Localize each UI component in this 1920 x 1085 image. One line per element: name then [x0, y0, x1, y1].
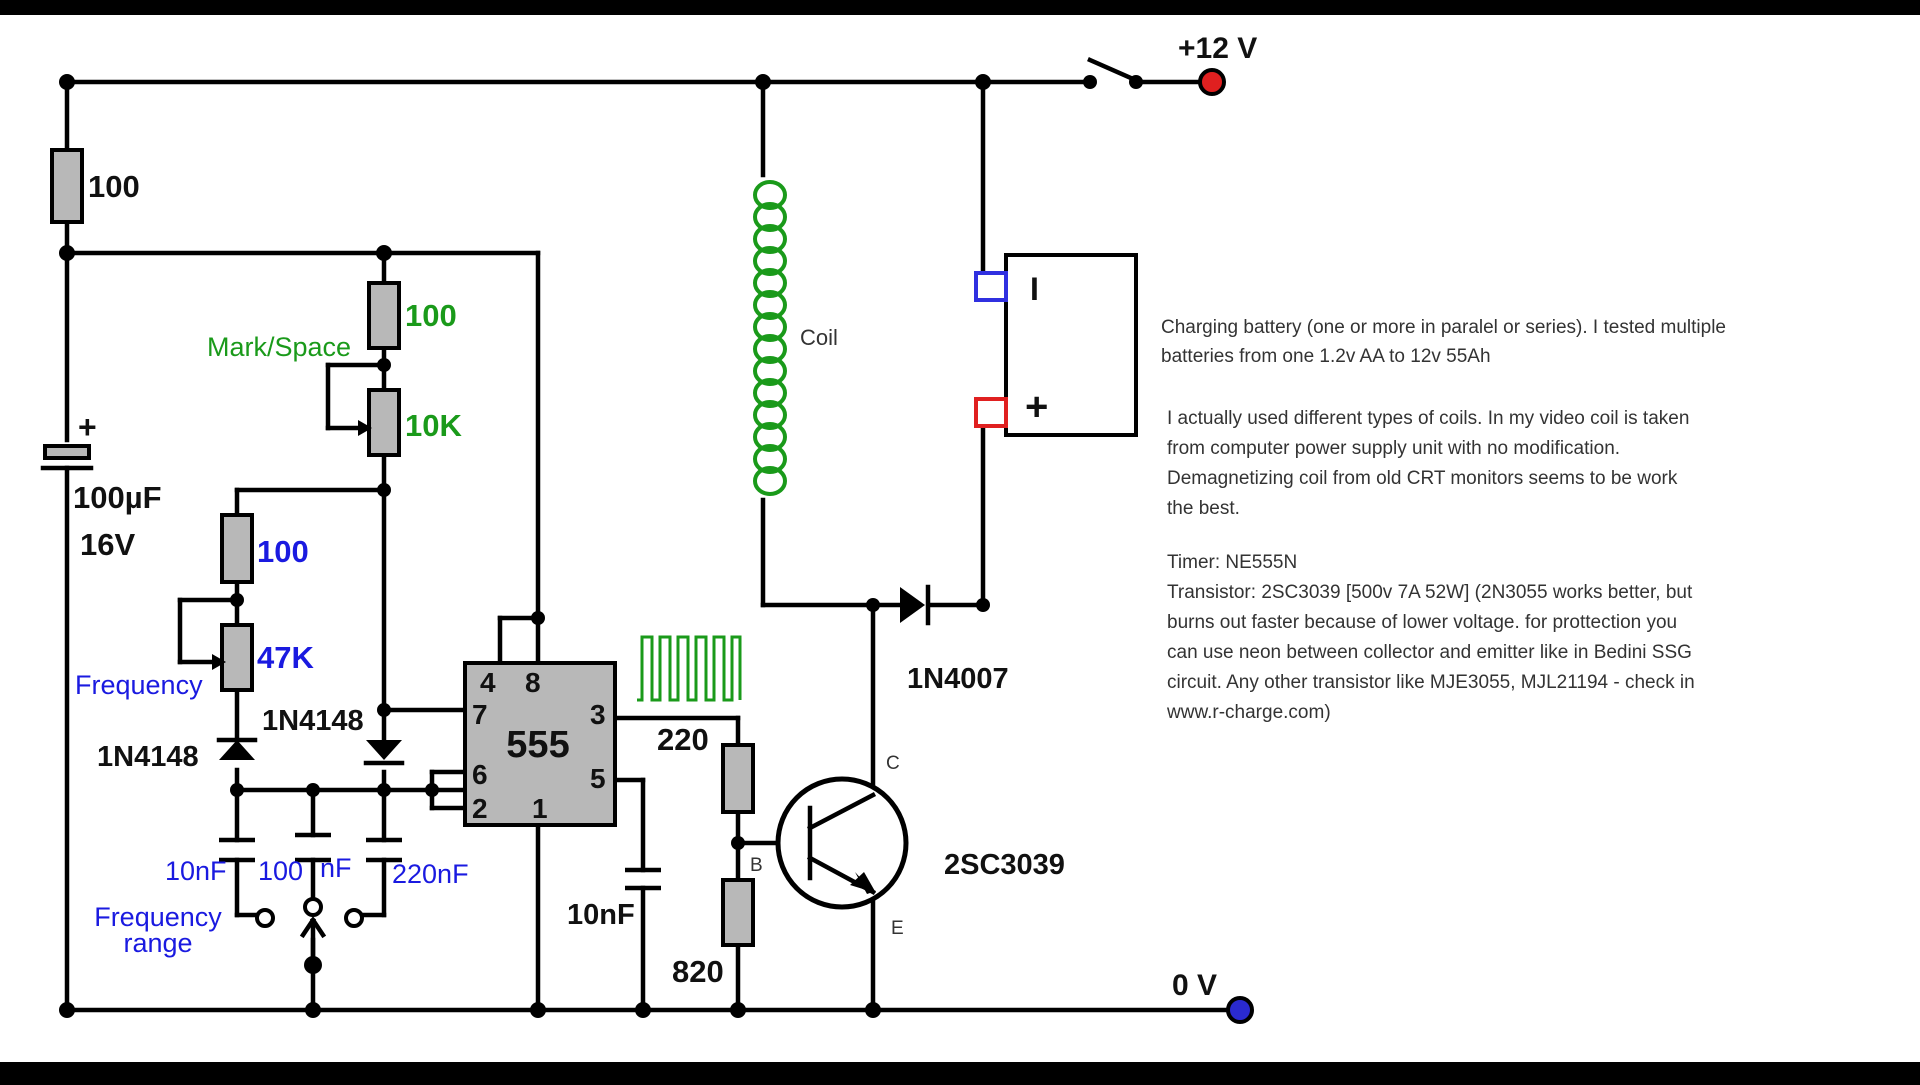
- r-base-gnd-label: 820: [672, 954, 724, 989]
- coil-loop: [753, 312, 787, 342]
- coil-loop: [753, 356, 787, 386]
- pot-ms-label: 10K: [405, 408, 462, 443]
- pin-b-label: B: [750, 855, 763, 876]
- diode-right-label: 1N4148: [262, 705, 364, 737]
- ic-pin6: 6: [472, 759, 488, 790]
- note-coil-3: Demagnetizing coil from old CRT monitors…: [1167, 468, 1678, 489]
- pulse-waveform: [637, 635, 742, 702]
- freq-range-label-1: Frequency: [94, 902, 222, 932]
- pot-freq-wiper: [212, 654, 226, 670]
- frequency-label: Frequency: [75, 670, 203, 700]
- resistors: [50, 148, 755, 947]
- r-ms-label: 100: [405, 298, 457, 333]
- r-top-label: 100: [88, 169, 140, 204]
- notes-block: Charging battery (one or more in paralel…: [1161, 317, 1726, 723]
- note-transistor-3: can use neon between collector and emitt…: [1167, 642, 1692, 663]
- pin-e-label: E: [891, 918, 904, 939]
- ic-pin4: 4: [480, 667, 496, 698]
- canvas-background: [0, 15, 1920, 1062]
- note-battery-1: Charging battery (one or more in paralel…: [1161, 317, 1726, 338]
- diode-out: [900, 584, 931, 626]
- r-freq-label: 100: [257, 534, 309, 569]
- zero-volt-terminal: [1226, 996, 1254, 1024]
- pin-c-label: C: [886, 753, 900, 774]
- note-transistor-1: Transistor: 2SC3039 [500v 7A 52W] (2N305…: [1167, 582, 1693, 603]
- cap-220n-label: 220nF: [392, 859, 469, 889]
- note-coil-4: the best.: [1167, 498, 1240, 519]
- cap-main: [40, 444, 94, 471]
- battery: [974, 253, 1138, 437]
- note-transistor-5: www.r-charge.com): [1166, 702, 1331, 723]
- freq-range-switch: [255, 897, 364, 974]
- ic-pin2: 2: [472, 793, 488, 824]
- note-coil-2: from computer power supply unit with no …: [1167, 438, 1620, 459]
- diode-left: [216, 737, 258, 760]
- ic-pin8: 8: [525, 667, 541, 698]
- transistor-2sc3039: [775, 776, 909, 910]
- battery-plus-terminal: [974, 397, 1008, 428]
- ic-555-body: [463, 661, 617, 827]
- cap-ctrl-label: 10nF: [567, 899, 635, 931]
- note-coil-1: I actually used different types of coils…: [1167, 408, 1689, 429]
- battery-plus-label: +: [1025, 385, 1048, 429]
- coil-loop: [753, 202, 787, 232]
- coil-loop: [753, 422, 787, 452]
- diode-right: [363, 740, 405, 766]
- coil-loop: [753, 400, 787, 430]
- note-transistor-4: circuit. Any other transistor like MJE30…: [1167, 672, 1695, 693]
- coil-loop: [753, 246, 787, 276]
- cap-100n-unit: nF: [320, 853, 352, 883]
- plus12v-terminal: [1198, 68, 1226, 96]
- transistor-label: 2SC3039: [944, 849, 1065, 881]
- diode-out-label: 1N4007: [907, 663, 1009, 695]
- coil-loop: [753, 466, 787, 496]
- coil-loop: [753, 378, 787, 408]
- small-caps: [219, 832, 661, 891]
- ic-555-name: 555: [506, 724, 569, 766]
- coil-loop: [753, 444, 787, 474]
- note-timer: Timer: NE555N: [1167, 552, 1297, 573]
- coil-inductor: [753, 180, 787, 496]
- power-switch: [1083, 57, 1143, 89]
- mark-space-label: Mark/Space: [207, 332, 351, 362]
- ic-pin1: 1: [532, 793, 548, 824]
- ic-pin5: 5: [590, 763, 606, 794]
- zero-volt-label: 0 V: [1172, 969, 1217, 1002]
- junction-dots: [59, 74, 991, 1018]
- note-battery-2: batteries from one 1.2v AA to 12v 55Ah: [1161, 346, 1491, 367]
- ic-pin3: 3: [590, 699, 606, 730]
- r-base-label: 220: [657, 722, 709, 757]
- pot-ms-wiper: [358, 420, 372, 436]
- ic-pin7: 7: [472, 699, 488, 730]
- diode-left-label: 1N4148: [97, 741, 199, 773]
- cap-10n-label: 10nF: [165, 856, 227, 886]
- battery-minus-terminal: [974, 271, 1008, 302]
- plus12v-label: +12 V: [1178, 32, 1257, 65]
- coil-loop: [753, 180, 787, 210]
- coil-loop: [753, 224, 787, 254]
- freq-range-label-2: range: [123, 928, 192, 958]
- pot-freq-label: 47K: [257, 640, 314, 675]
- cap-100n-label: 100: [258, 856, 303, 886]
- note-transistor-2: burns out faster because of lower voltag…: [1167, 612, 1677, 633]
- cap-main-voltage: 16V: [80, 527, 135, 562]
- coil-loop: [753, 334, 787, 364]
- coil-label: Coil: [800, 325, 838, 350]
- cap-main-plus: +: [78, 409, 97, 445]
- battery-minus-label: I: [1030, 271, 1039, 307]
- coil-loop: [753, 268, 787, 298]
- cap-main-value: 100µF: [73, 480, 162, 515]
- coil-loop: [753, 290, 787, 320]
